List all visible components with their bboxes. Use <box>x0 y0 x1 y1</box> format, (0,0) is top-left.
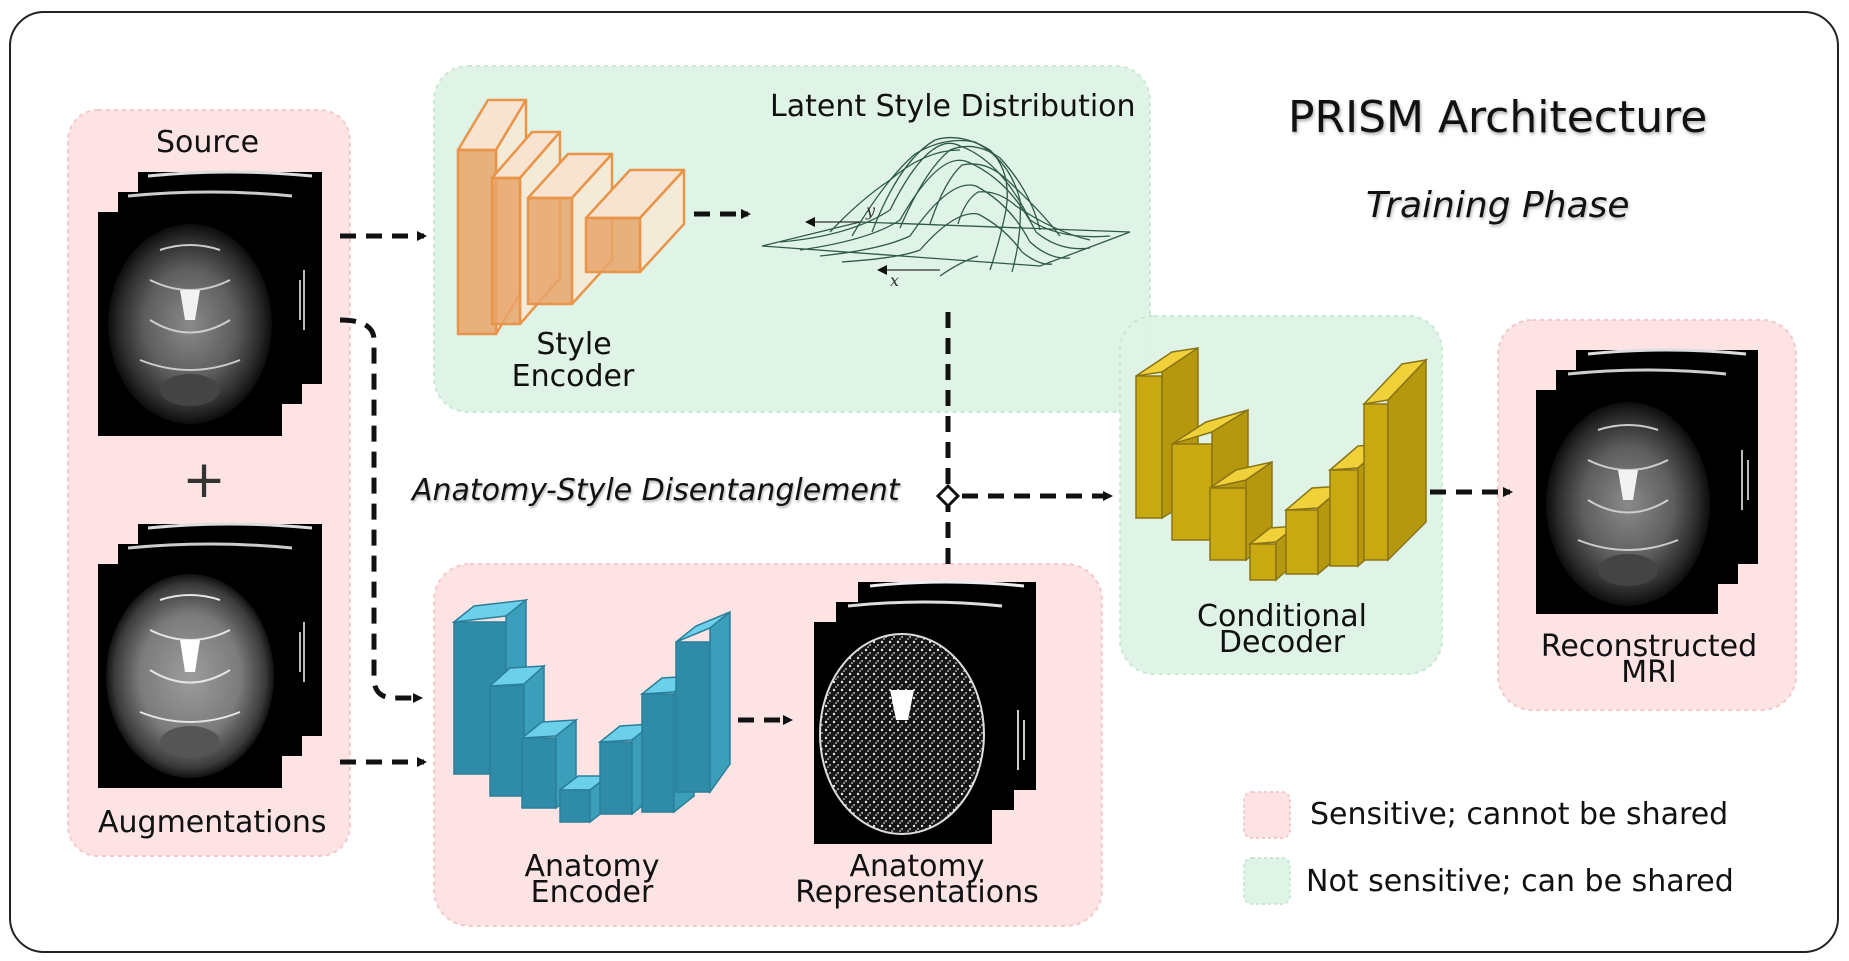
reconstructed-mri-stack <box>1536 348 1758 614</box>
anatomy-representations-label-line1: Anatomy <box>849 849 985 884</box>
decoder-panel <box>1119 315 1443 675</box>
style-encoder-icon <box>456 98 686 336</box>
axis-y-label: y <box>865 201 876 220</box>
gaussian-surface-icon <box>761 136 1131 277</box>
anatomy-encoder-label-line2: Encoder <box>530 875 654 910</box>
anatomy-encoder-icon <box>451 598 731 824</box>
source-label: Source <box>156 125 260 160</box>
conditional-decoder-label-line2: Decoder <box>1218 625 1346 660</box>
dashed-arrows <box>339 209 1513 767</box>
anatomy-representations-label-line2: Representations <box>795 875 1039 910</box>
style-encoder-label-line2: Encoder <box>511 359 635 394</box>
augmentations-mri-stack <box>98 522 322 788</box>
style-encoder-label-line1: Style <box>536 327 612 362</box>
disentanglement-label: Anatomy-Style Disentanglement <box>412 473 900 508</box>
augmentations-label: Augmentations <box>98 805 327 840</box>
anatomy-representations-stack <box>814 580 1036 844</box>
conditional-decoder-icon <box>1135 346 1429 582</box>
anatomy-encoder-label-line1: Anatomy <box>524 849 660 884</box>
latent-style-distribution-label: Latent Style Distribution <box>770 89 1136 124</box>
legend-sensitive-label: Sensitive; cannot be shared <box>1310 797 1729 832</box>
conditional-decoder-label-line1: Conditional <box>1197 599 1367 634</box>
diagram-subtitle: Training Phase <box>1366 185 1630 226</box>
plus-sign: + <box>182 450 226 510</box>
axis-x-label: x <box>890 271 899 290</box>
legend-shareable-label: Not sensitive; can be shared <box>1306 864 1734 899</box>
legend-swatch-shareable <box>1243 857 1291 905</box>
diagram-title: PRISM Architecture <box>1288 92 1708 143</box>
reconstructed-mri-label-line2: MRI <box>1621 655 1677 690</box>
legend-swatch-sensitive <box>1243 791 1291 839</box>
source-mri-stack <box>98 170 322 436</box>
junction-diamond <box>935 483 961 509</box>
reconstructed-mri-label-line1: Reconstructed <box>1540 629 1758 664</box>
